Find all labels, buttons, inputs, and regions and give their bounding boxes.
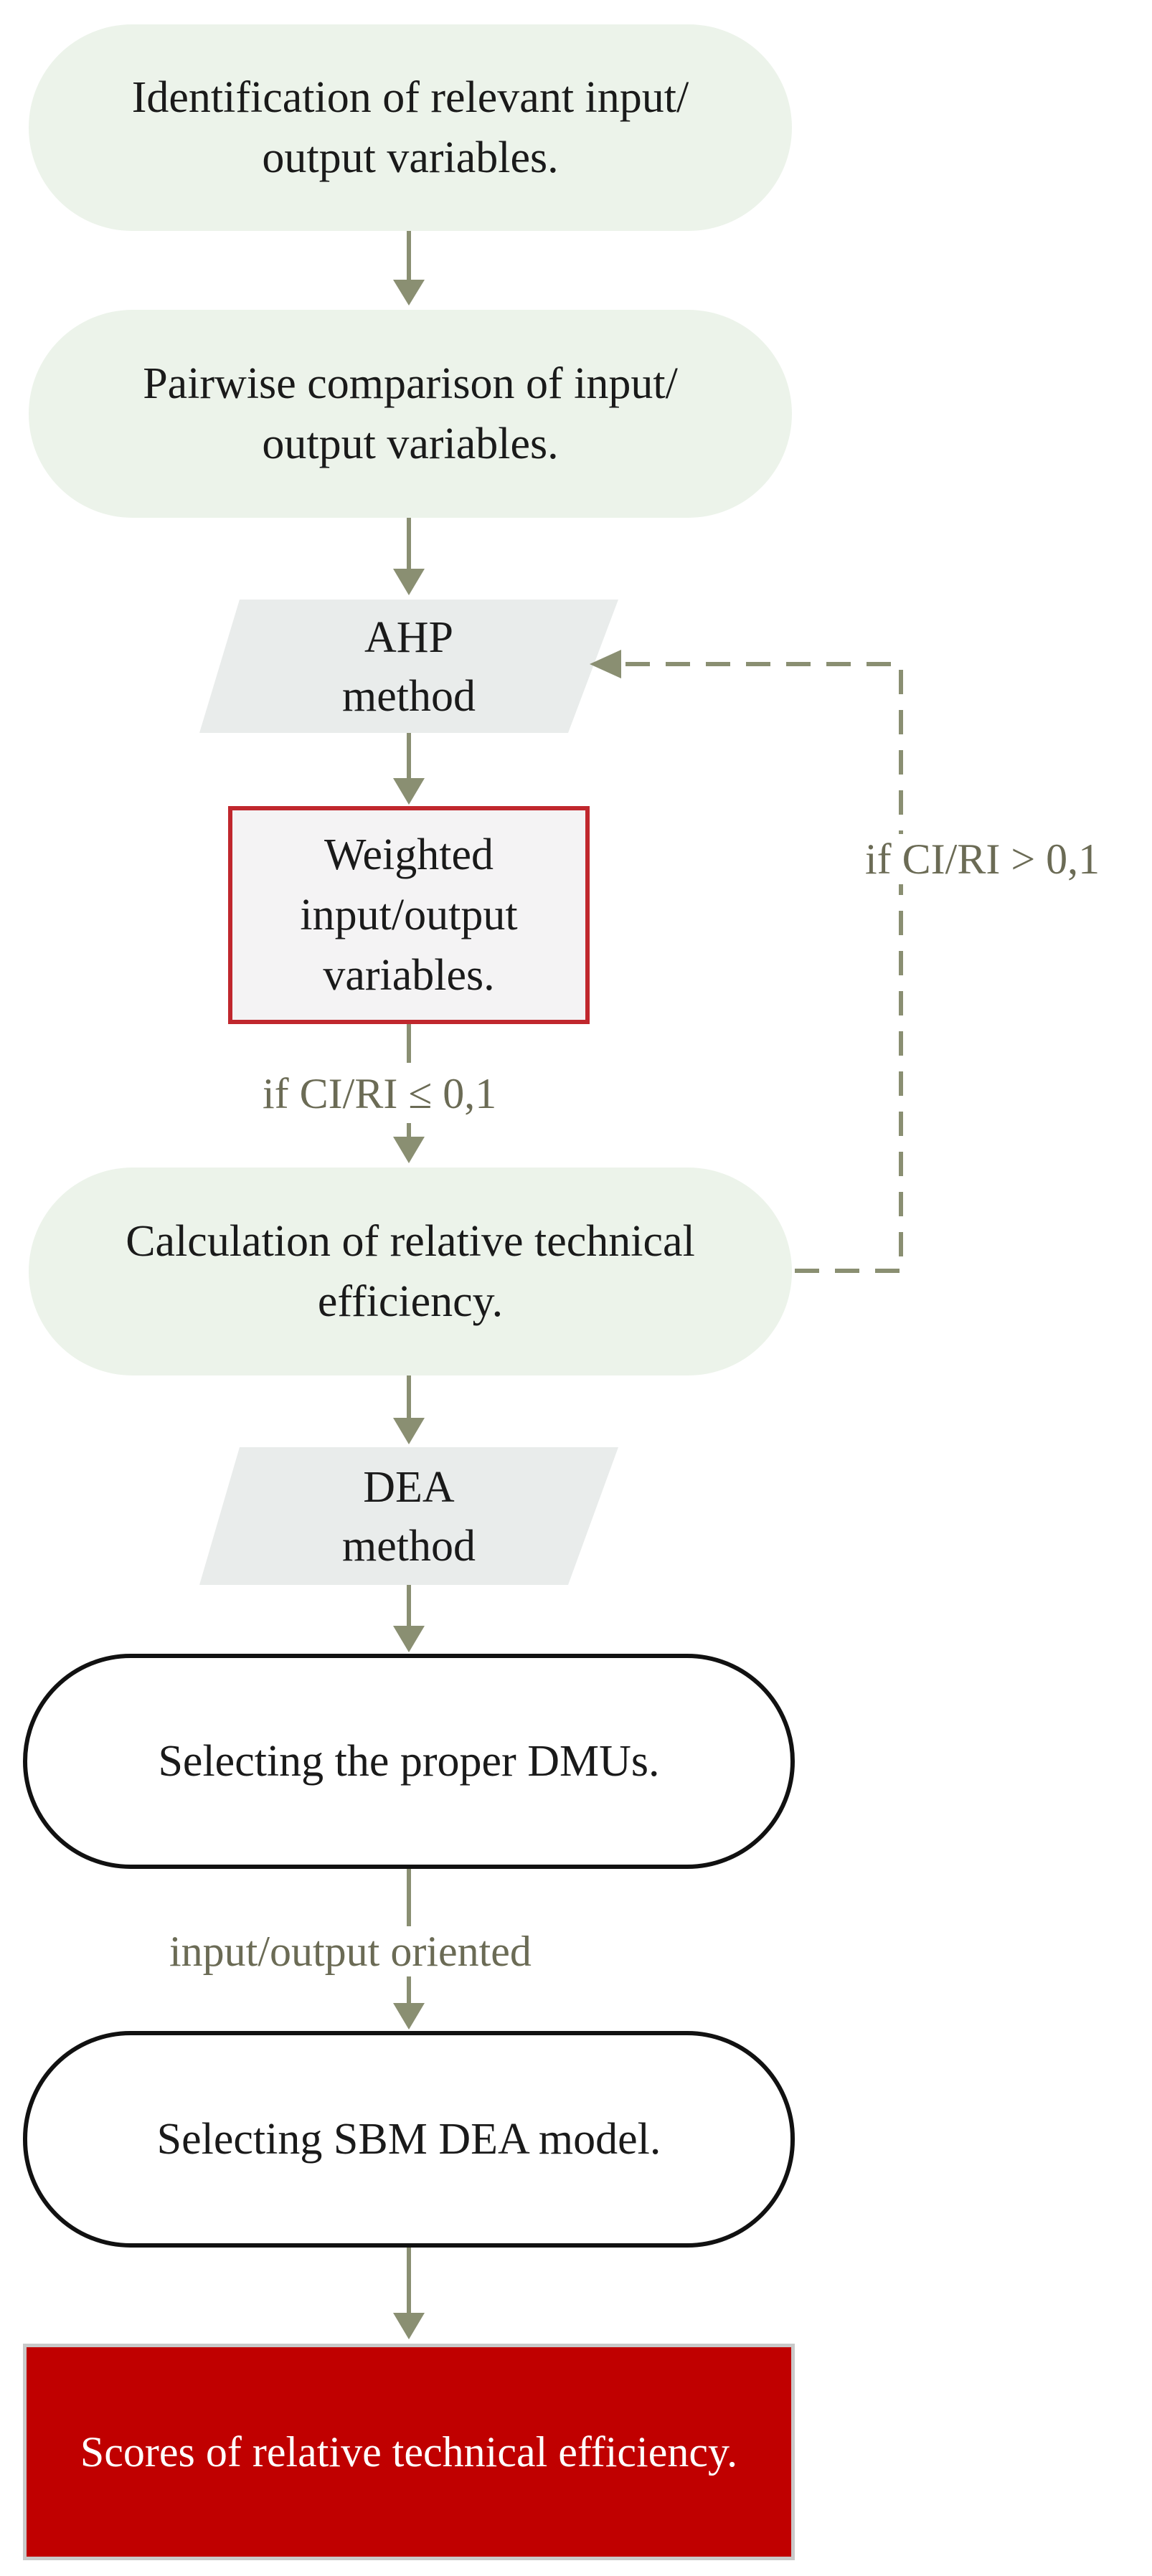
dmus-label: Selecting the proper DMUs. bbox=[158, 1737, 660, 1786]
arrow-pairwise-to-ahp bbox=[393, 518, 425, 595]
identification-step: Identification of relevant input/ output… bbox=[29, 24, 792, 231]
arrow-ahp-to-weighted bbox=[393, 733, 425, 805]
calculation-step: Calculation of relative technical effici… bbox=[29, 1168, 792, 1375]
identification-line-1: Identification of relevant input/ bbox=[131, 73, 689, 122]
scores-output-box: Scores of relative technical efficiency. bbox=[23, 2344, 795, 2560]
dea-method-label: DEA method bbox=[237, 1458, 581, 1576]
dea-line-2: method bbox=[342, 1522, 476, 1571]
ahp-line-2: method bbox=[342, 672, 476, 721]
arrow-identification-to-pairwise bbox=[393, 231, 425, 306]
feedback-loop-arrow bbox=[590, 650, 903, 1273]
select-sbm-model-step: Selecting SBM DEA model. bbox=[23, 2031, 795, 2248]
ahp-line-1: AHP bbox=[364, 613, 454, 662]
pairwise-line-1: Pairwise comparison of input/ bbox=[143, 359, 678, 408]
scores-label: Scores of relative technical efficiency. bbox=[80, 2428, 738, 2476]
ahp-method-label: AHP method bbox=[237, 608, 581, 726]
arrow-calculation-to-dea bbox=[393, 1375, 425, 1444]
weighted-line-2: input/output bbox=[300, 891, 518, 939]
orientation-label: input/output oriented bbox=[165, 1926, 536, 1976]
arrow-weighted-to-calculation bbox=[393, 1024, 425, 1163]
ahp-parallelogram bbox=[199, 600, 618, 733]
pairwise-line-2: output variables. bbox=[262, 420, 559, 468]
calculation-line-1: Calculation of relative technical bbox=[126, 1217, 695, 1266]
calculation-line-2: efficiency. bbox=[317, 1277, 504, 1326]
dea-parallelogram bbox=[199, 1447, 618, 1585]
arrow-dea-to-dmus bbox=[393, 1585, 425, 1652]
identification-line-2: output variables. bbox=[262, 133, 559, 182]
pairwise-comparison-step: Pairwise comparison of input/ output var… bbox=[29, 310, 792, 518]
weighted-line-3: variables. bbox=[323, 951, 495, 1000]
sbm-label: Selecting SBM DEA model. bbox=[156, 2115, 661, 2164]
dea-line-1: DEA bbox=[363, 1463, 455, 1512]
inconsistency-condition-label: if CI/RI > 0,1 bbox=[862, 834, 1103, 884]
consistency-condition-label: if CI/RI ≤ 0,1 bbox=[263, 1070, 497, 1117]
select-dmus-step: Selecting the proper DMUs. bbox=[23, 1654, 795, 1869]
weighted-line-1: Weighted bbox=[324, 830, 494, 879]
weighted-variables-box: Weighted input/output variables. bbox=[228, 806, 590, 1024]
arrow-sbm-to-scores bbox=[393, 2248, 425, 2339]
